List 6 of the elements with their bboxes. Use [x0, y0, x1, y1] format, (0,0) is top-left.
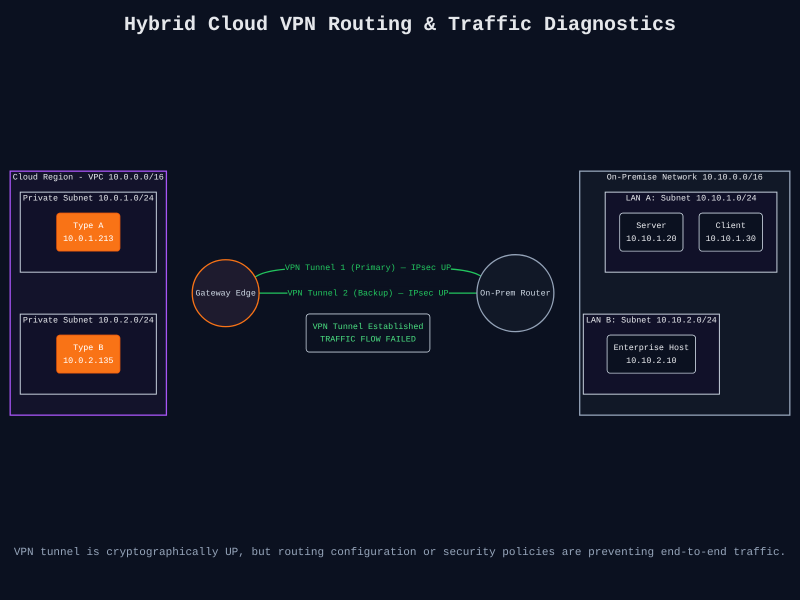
edge-label: VPN Tunnel 2 (Backup) — IPsec UP [287, 288, 449, 298]
title: Hybrid Cloud VPN Routing & Traffic Diagnostics [122, 14, 678, 37]
node-circle: Gateway Edge [192, 258, 260, 328]
caption: VPN tunnel is cryptographically UP, but routing configuration or security policies are preventing end-to-end traffic. [12, 547, 788, 559]
node-circle: On-Prem Router [476, 254, 555, 332]
edge-label: VPN Tunnel 1 (Primary) — IPsec UP [284, 262, 452, 272]
